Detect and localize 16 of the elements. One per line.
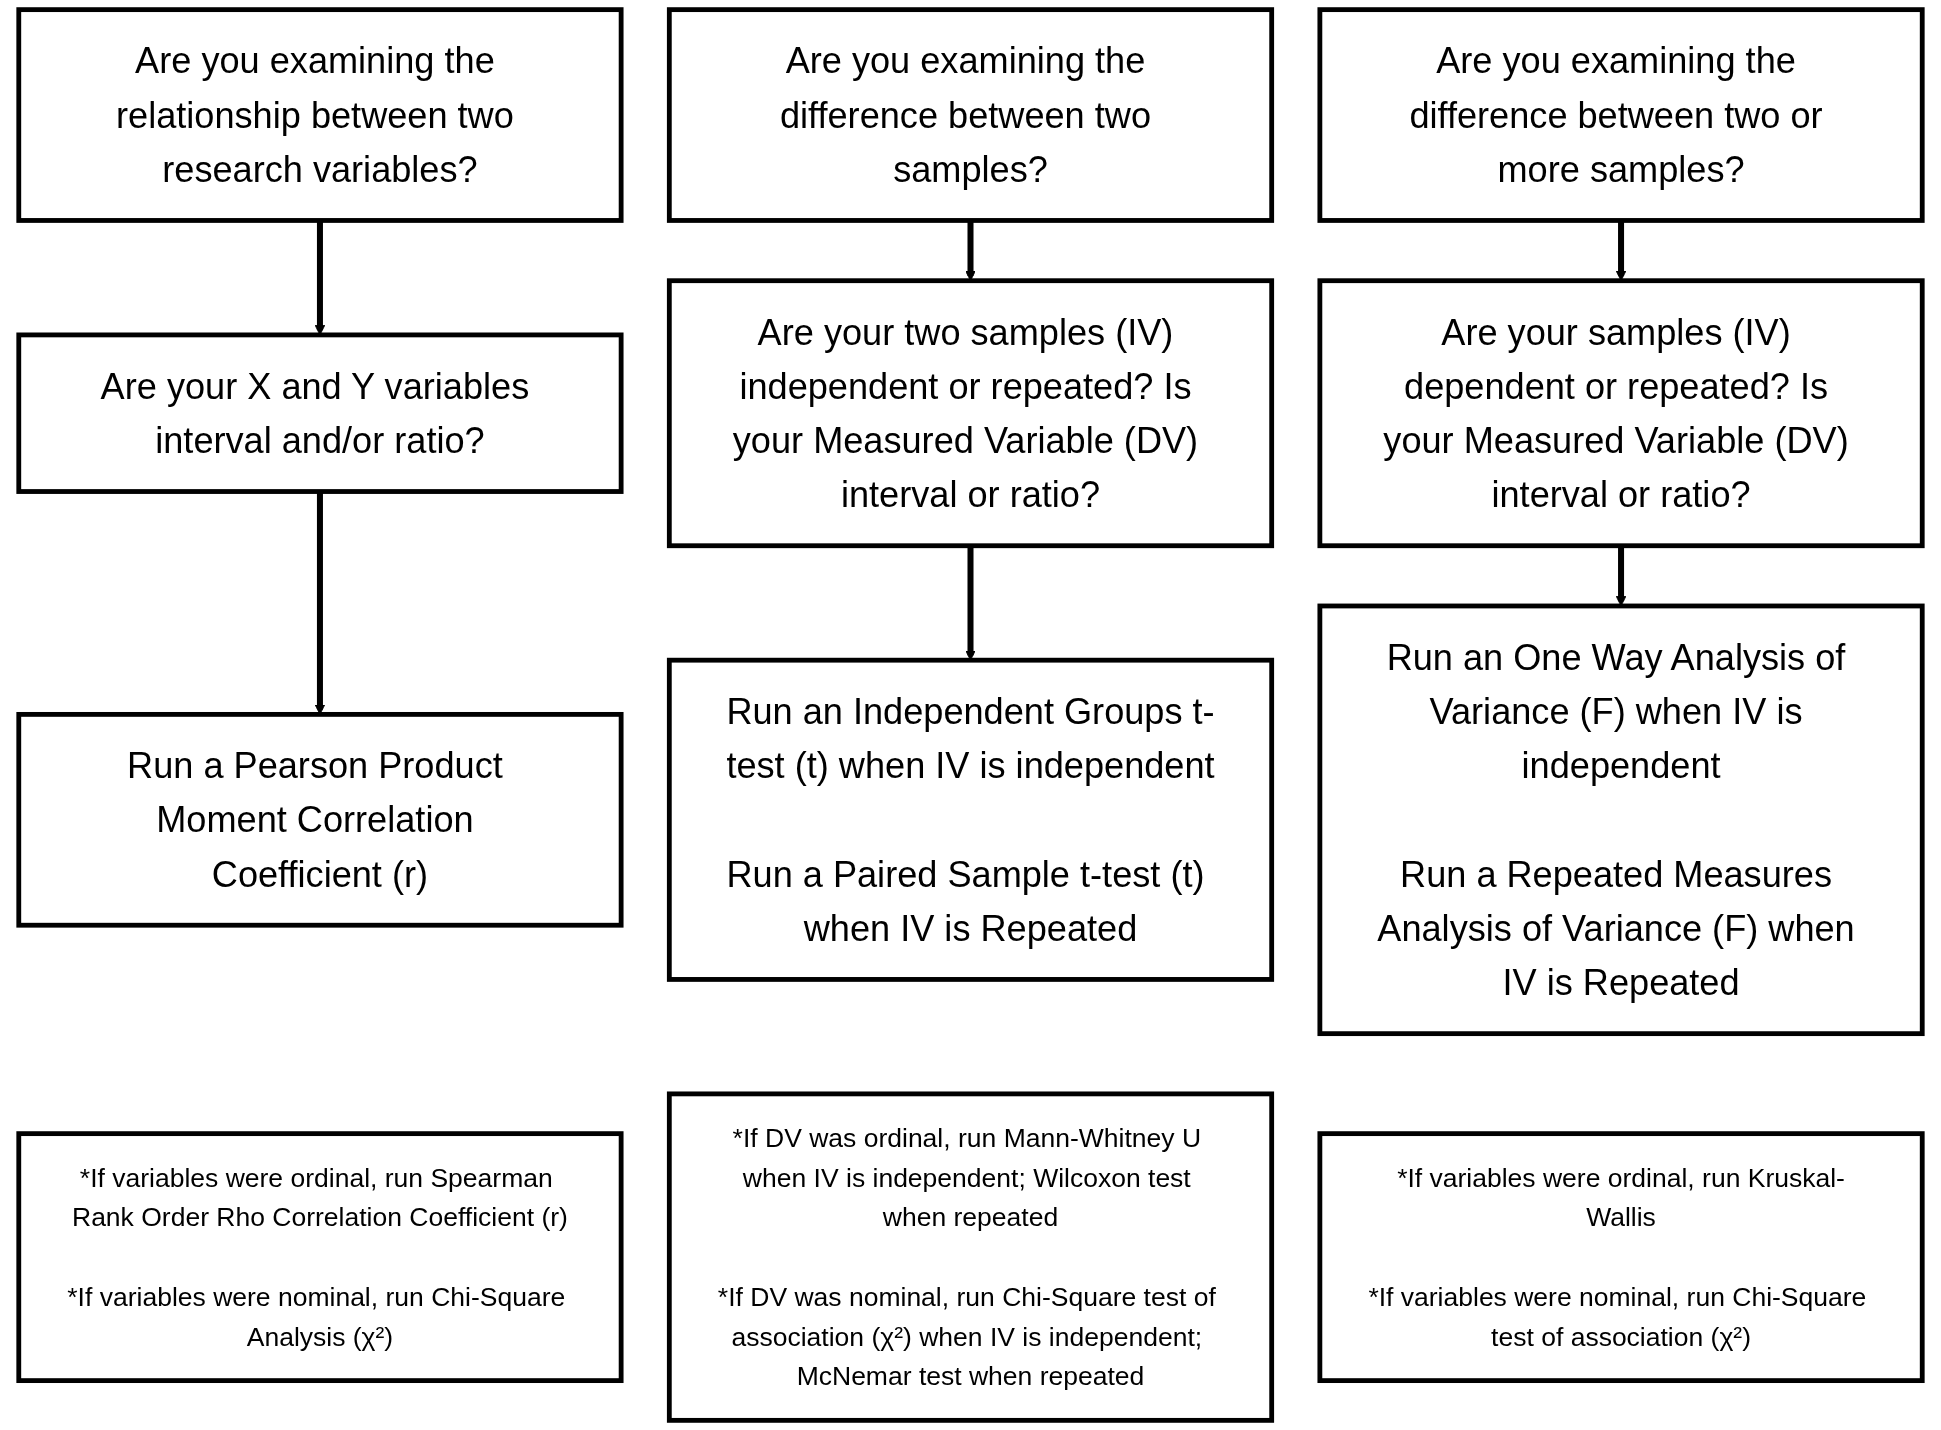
arrow (314, 491, 326, 715)
node-box: Run an Independent Groups t-test (t) when IV is independent Run a Paired Sample t-test (t) when IV is Repeated (666, 657, 1275, 982)
node-box: Are you examining the difference between two or more samples? (1317, 7, 1925, 223)
node-box: Run a Pearson Product Moment Correlation Coefficient (r) (16, 712, 624, 928)
node-box: *If DV was ordinal, run Mann-Whitney U when IV is independent; Wilcoxon test when repeated *If DV was nominal, run Chi-Square test of association (χ²) when IV is independent; McNemar test when repeated (666, 1091, 1275, 1423)
node-box: Are your X and Y variables interval and/or ratio? (16, 332, 624, 494)
node-box: Run an One Way Analysis of Variance (F) when IV is independent Run a Repeated Measures Analysis of Variance (F) when IV is Repeated (1317, 603, 1925, 1037)
node-box: *If variables were ordinal, run Kruskal-Wallis *If variables were nominal, run Chi-Square test of association (χ²) (1317, 1131, 1925, 1383)
arrow (1615, 545, 1627, 607)
node-box: Are you examining the relationship between two research variables? (16, 7, 624, 223)
arrow (314, 220, 326, 336)
arrow (965, 545, 976, 661)
node-box: Are your two samples (IV) independent or repeated? Is your Measured Variable (DV) interval or ratio? (666, 278, 1275, 549)
node-box: Are your samples (IV) dependent or repeated? Is your Measured Variable (DV) interval or ratio? (1317, 278, 1925, 549)
node-box: *If variables were ordinal, run Spearman Rank Order Rho Correlation Coefficient (r) *If variables were nominal, run Chi-Square Analysis (χ²) (16, 1131, 624, 1383)
node-box: Are you examining the difference between two samples? (666, 7, 1275, 223)
